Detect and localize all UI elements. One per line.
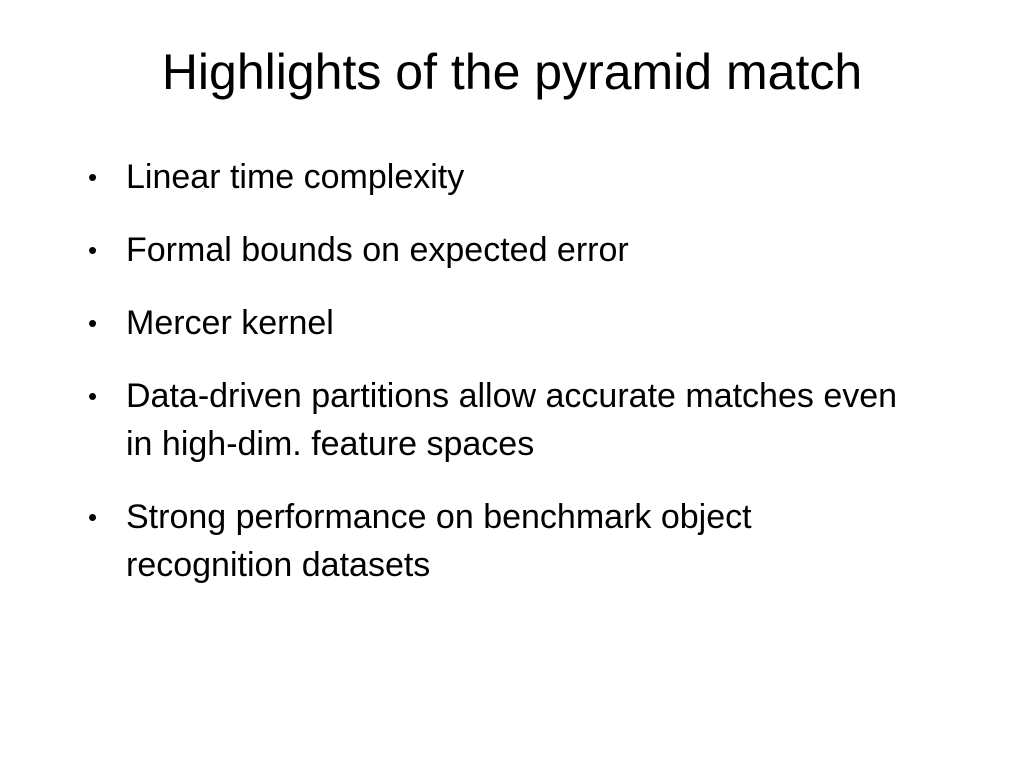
bullet-icon: • [88, 162, 98, 192]
bullet-icon: • [88, 381, 98, 411]
slide-title: Highlights of the pyramid match [161, 44, 863, 100]
bullet-text: Mercer kernel [126, 304, 334, 342]
bullet-item: • Formal bounds on expected error [0, 226, 1024, 274]
bullet-text: Data-driven partitions allow accurate ma… [126, 377, 898, 463]
bullet-text: Strong performance on benchmark object r… [126, 498, 752, 584]
bullet-text: Linear time complexity [126, 158, 465, 196]
bullet-icon: • [88, 502, 98, 532]
bullet-list: • Linear time complexity • Formal bounds… [0, 153, 1024, 614]
bullet-item: • Linear time complexity [0, 153, 1024, 201]
bullet-item: • Strong performance on benchmark object… [0, 493, 1024, 589]
bullet-item: • Mercer kernel [0, 299, 1024, 347]
bullet-item: • Data-driven partitions allow accurate … [0, 372, 1024, 468]
bullet-icon: • [88, 235, 98, 265]
bullet-text: Formal bounds on expected error [126, 231, 629, 269]
bullet-icon: • [88, 308, 98, 338]
